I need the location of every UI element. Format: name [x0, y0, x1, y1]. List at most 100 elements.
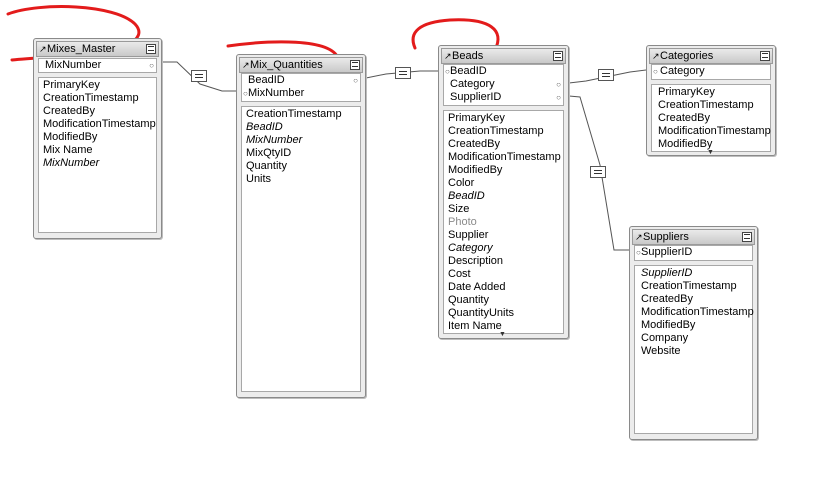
- table-beads[interactable]: ↗ Beads BeadID Category SupplierID ○ ○ ○…: [438, 45, 569, 339]
- field-row[interactable]: BeadID: [448, 190, 485, 202]
- menu-icon[interactable]: [760, 51, 770, 61]
- field-row[interactable]: PrimaryKey: [448, 112, 505, 124]
- key-field[interactable]: Category: [450, 78, 495, 90]
- table-title: Suppliers: [643, 231, 689, 243]
- connector-dot-icon: ○: [556, 93, 561, 102]
- table-title: Mix_Quantities: [250, 59, 323, 71]
- arrow-icon: ↗: [444, 51, 452, 61]
- fields-panel: PrimaryKey CreationTimestamp CreatedBy M…: [443, 110, 564, 334]
- field-row[interactable]: Item Name: [448, 320, 502, 332]
- field-row[interactable]: CreationTimestamp: [641, 280, 737, 292]
- fields-panel: CreationTimestamp BeadID MixNumber MixQt…: [241, 106, 361, 392]
- field-row[interactable]: ModifiedBy: [43, 131, 98, 143]
- field-row[interactable]: Supplier: [448, 229, 489, 241]
- key-field[interactable]: BeadID: [450, 65, 487, 77]
- field-row[interactable]: Description: [448, 255, 504, 267]
- table-mixes-master[interactable]: ↗ Mixes_Master MixNumber ○ PrimaryKey Cr…: [33, 38, 162, 239]
- scroll-down-icon[interactable]: ▼: [707, 149, 714, 156]
- table-suppliers[interactable]: ↗ Suppliers SupplierID ○ SupplierID Crea…: [629, 226, 758, 440]
- field-row[interactable]: Date Added: [448, 281, 506, 293]
- menu-icon[interactable]: [350, 60, 360, 70]
- menu-icon[interactable]: [146, 44, 156, 54]
- field-row[interactable]: BeadID: [246, 121, 283, 133]
- table-mix-quantities[interactable]: ↗ Mix_Quantities BeadID MixNumber ○ ○ Cr…: [236, 54, 366, 398]
- field-row[interactable]: Mix Name: [43, 144, 93, 156]
- connector-dot-icon: ○: [556, 80, 561, 89]
- key-field[interactable]: MixNumber: [45, 59, 102, 71]
- menu-icon[interactable]: [742, 232, 752, 242]
- field-row[interactable]: ModifiedBy: [641, 319, 696, 331]
- field-row[interactable]: Units: [246, 173, 272, 185]
- key-field[interactable]: SupplierID: [641, 246, 693, 258]
- field-row[interactable]: Color: [448, 177, 475, 189]
- field-row[interactable]: CreatedBy: [448, 138, 500, 150]
- relationship-equals-icon[interactable]: [590, 166, 606, 178]
- connector-dot-icon: ○: [636, 248, 641, 257]
- field-row[interactable]: Photo: [448, 216, 477, 228]
- key-fields-panel: SupplierID ○: [634, 245, 753, 261]
- relationship-equals-icon[interactable]: [598, 69, 614, 81]
- fields-panel: SupplierID CreationTimestamp CreatedBy M…: [634, 265, 754, 434]
- field-row[interactable]: Quantity: [246, 160, 287, 172]
- field-row[interactable]: ModificationTimestamp: [658, 125, 771, 137]
- table-header[interactable]: ↗ Categories: [649, 48, 773, 64]
- arrow-icon: ↗: [635, 232, 643, 242]
- field-row[interactable]: MixQtyID: [246, 147, 292, 159]
- connector-mixes-to-mixqty: [161, 61, 238, 92]
- table-title: Beads: [452, 50, 484, 62]
- table-title: Categories: [660, 50, 714, 62]
- key-fields-panel: BeadID MixNumber ○ ○: [241, 73, 361, 102]
- field-row[interactable]: MixNumber: [246, 134, 303, 146]
- relationship-equals-icon[interactable]: [191, 70, 207, 82]
- key-fields-panel: Category ○: [651, 64, 771, 80]
- field-row[interactable]: CreatedBy: [658, 112, 710, 124]
- field-row[interactable]: ModificationTimestamp: [641, 306, 754, 318]
- field-row[interactable]: ModificationTimestamp: [43, 118, 156, 130]
- field-row[interactable]: ModifiedBy: [448, 164, 503, 176]
- field-row[interactable]: QuantityUnits: [448, 307, 515, 319]
- table-header[interactable]: ↗ Beads: [441, 48, 566, 64]
- table-header[interactable]: ↗ Mixes_Master: [36, 41, 159, 57]
- connector-dot-icon: ○: [243, 89, 248, 98]
- key-fields-panel: MixNumber ○: [38, 58, 157, 73]
- field-row[interactable]: Size: [448, 203, 470, 215]
- scroll-down-icon[interactable]: ▼: [499, 331, 506, 338]
- field-row[interactable]: CreatedBy: [641, 293, 693, 305]
- field-row[interactable]: PrimaryKey: [658, 86, 715, 98]
- fields-panel: PrimaryKey CreationTimestamp CreatedBy M…: [651, 84, 771, 152]
- field-row[interactable]: ModifiedBy: [658, 138, 713, 150]
- key-field[interactable]: Category: [660, 65, 705, 77]
- arrow-icon: ↗: [39, 44, 47, 54]
- key-field[interactable]: MixNumber: [248, 87, 305, 99]
- field-row[interactable]: Quantity: [448, 294, 489, 306]
- table-header[interactable]: ↗ Suppliers: [632, 229, 755, 245]
- field-row[interactable]: CreationTimestamp: [448, 125, 544, 137]
- key-field[interactable]: SupplierID: [450, 91, 502, 103]
- field-row[interactable]: MixNumber: [43, 157, 100, 169]
- field-row[interactable]: SupplierID: [641, 267, 693, 279]
- table-title: Mixes_Master: [47, 43, 116, 55]
- connector-dot-icon: ○: [653, 67, 658, 76]
- connector-beads-to-suppliers: [568, 95, 630, 251]
- key-fields-panel: BeadID Category SupplierID ○ ○ ○: [443, 64, 564, 106]
- field-row[interactable]: Company: [641, 332, 689, 344]
- field-row[interactable]: Website: [641, 345, 681, 357]
- relationship-equals-icon[interactable]: [395, 67, 411, 79]
- field-row[interactable]: CreationTimestamp: [43, 92, 139, 104]
- menu-icon[interactable]: [553, 51, 563, 61]
- field-row[interactable]: PrimaryKey: [43, 79, 100, 91]
- key-field[interactable]: BeadID: [248, 74, 285, 86]
- field-row[interactable]: ModificationTimestamp: [448, 151, 561, 163]
- field-row[interactable]: CreatedBy: [43, 105, 95, 117]
- field-row[interactable]: Cost: [448, 268, 471, 280]
- fields-panel: PrimaryKey CreationTimestamp CreatedBy M…: [38, 77, 157, 233]
- table-header[interactable]: ↗ Mix_Quantities: [239, 57, 363, 73]
- arrow-icon: ↗: [652, 51, 660, 61]
- connector-dot-icon: ○: [149, 61, 154, 70]
- connector-dot-icon: ○: [353, 76, 358, 85]
- table-categories[interactable]: ↗ Categories Category ○ PrimaryKey Creat…: [646, 45, 776, 156]
- field-row[interactable]: Category: [448, 242, 493, 254]
- field-row[interactable]: CreationTimestamp: [246, 108, 342, 120]
- field-row[interactable]: CreationTimestamp: [658, 99, 754, 111]
